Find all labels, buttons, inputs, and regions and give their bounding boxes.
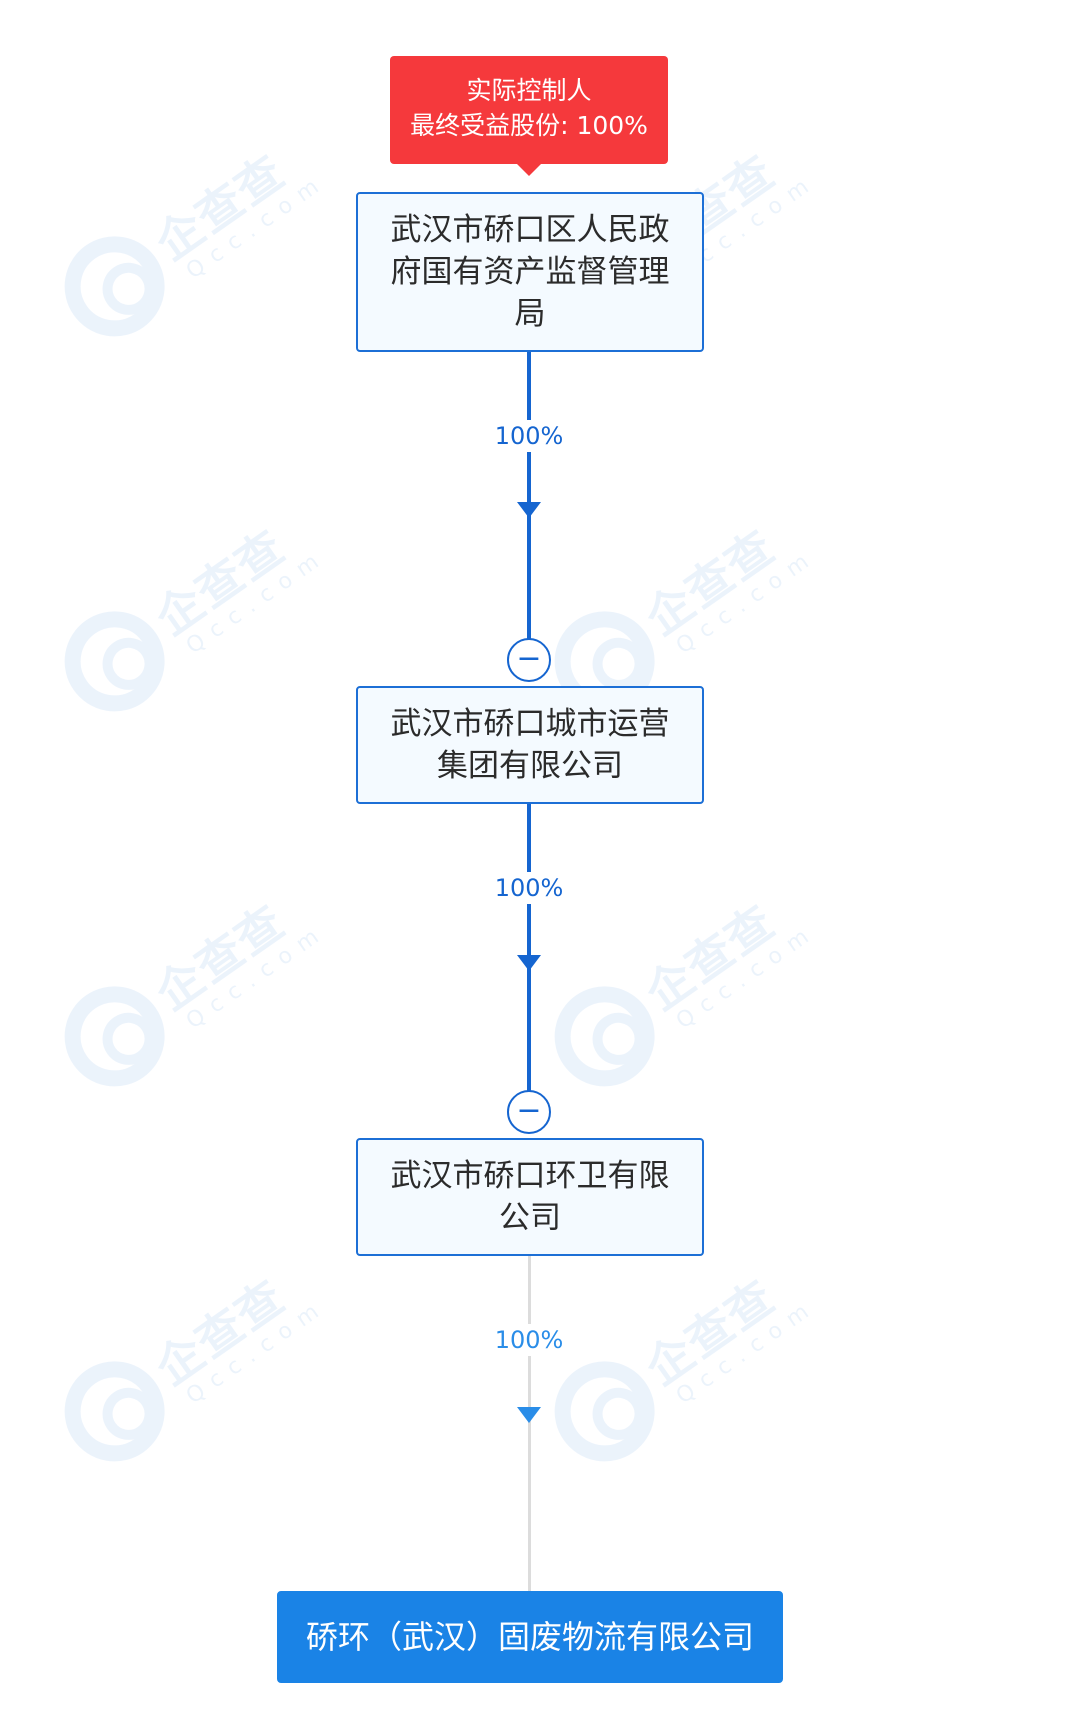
node-label: 武汉市硚口区人民政府国有资产监督管理局 bbox=[390, 212, 670, 332]
arrow-down-icon bbox=[517, 502, 541, 518]
arrow-down-icon bbox=[517, 1407, 541, 1423]
tag-share: 最终受益股份: 100% bbox=[410, 111, 648, 140]
connector-line bbox=[527, 352, 531, 648]
actual-controller-tag: 实际控制人 最终受益股份: 100% bbox=[390, 56, 668, 176]
shareholder-node[interactable]: 武汉市硚口城市运营集团有限公司 bbox=[356, 686, 704, 804]
edge-percent-label: 100% bbox=[479, 420, 579, 452]
node-label: 硚环（武汉）固废物流有限公司 bbox=[305, 1618, 754, 1656]
shareholder-node[interactable]: 武汉市硚口区人民政府国有资产监督管理局 bbox=[356, 192, 704, 352]
node-label: 武汉市硚口环卫有限公司 bbox=[390, 1158, 670, 1236]
target-company-node[interactable]: 硚环（武汉）固废物流有限公司 bbox=[277, 1591, 783, 1683]
arrow-down-icon bbox=[517, 955, 541, 971]
collapse-toggle-button[interactable]: − bbox=[507, 638, 551, 682]
tag-title: 实际控制人 bbox=[466, 76, 592, 105]
edge-percent-label: 100% bbox=[479, 872, 579, 904]
shareholder-node[interactable]: 武汉市硚口环卫有限公司 bbox=[356, 1138, 704, 1256]
edge-percent-label: 100% bbox=[479, 1324, 579, 1356]
connector-line bbox=[527, 804, 531, 1100]
collapse-toggle-button[interactable]: − bbox=[507, 1090, 551, 1134]
connector-line bbox=[528, 1256, 531, 1591]
node-label: 武汉市硚口城市运营集团有限公司 bbox=[390, 706, 670, 784]
